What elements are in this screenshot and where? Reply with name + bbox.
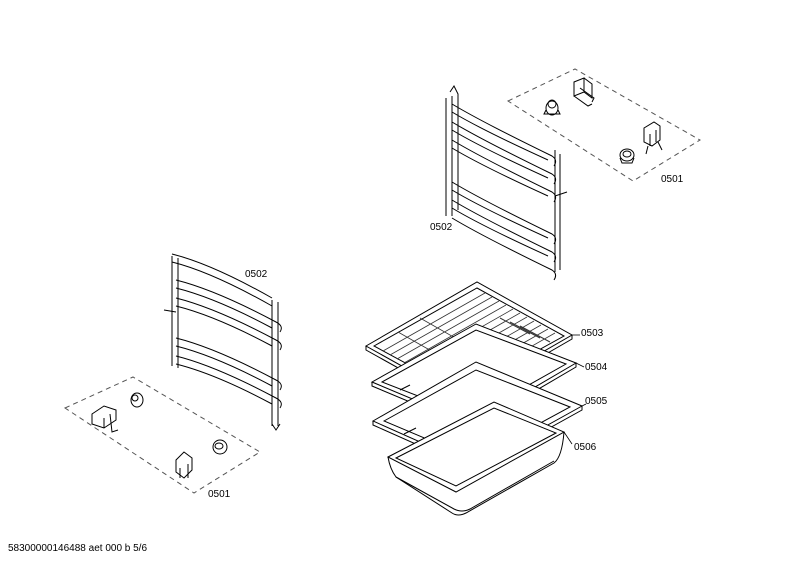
- knob-part: [620, 149, 634, 163]
- clip-set-top-right: [508, 69, 700, 181]
- callout-0503: 0503: [581, 328, 604, 339]
- side-rack-right: [446, 86, 567, 280]
- callout-0501-left: 0501: [208, 489, 231, 500]
- clip-set-bottom-left: [65, 377, 260, 493]
- callout-0501-top: 0501: [661, 174, 684, 185]
- bracket-clip-part: [92, 406, 118, 432]
- callout-0502-top: 0502: [430, 222, 453, 233]
- callout-leaders: [564, 335, 586, 444]
- knob-part: [213, 440, 227, 454]
- bracket-clip-part: [574, 78, 594, 106]
- callout-0502-left: 0502: [245, 269, 268, 280]
- callout-0504: 0504: [585, 362, 608, 373]
- document-code: 58300000146488 aet 000 b 5/6: [8, 543, 148, 554]
- knob-part: [131, 393, 143, 407]
- callout-0505: 0505: [585, 396, 608, 407]
- callout-0506: 0506: [574, 442, 597, 453]
- bracket-clip-part: [644, 122, 662, 154]
- bracket-clip-part: [176, 452, 192, 478]
- knob-part: [544, 100, 560, 115]
- side-rack-left: [164, 254, 281, 430]
